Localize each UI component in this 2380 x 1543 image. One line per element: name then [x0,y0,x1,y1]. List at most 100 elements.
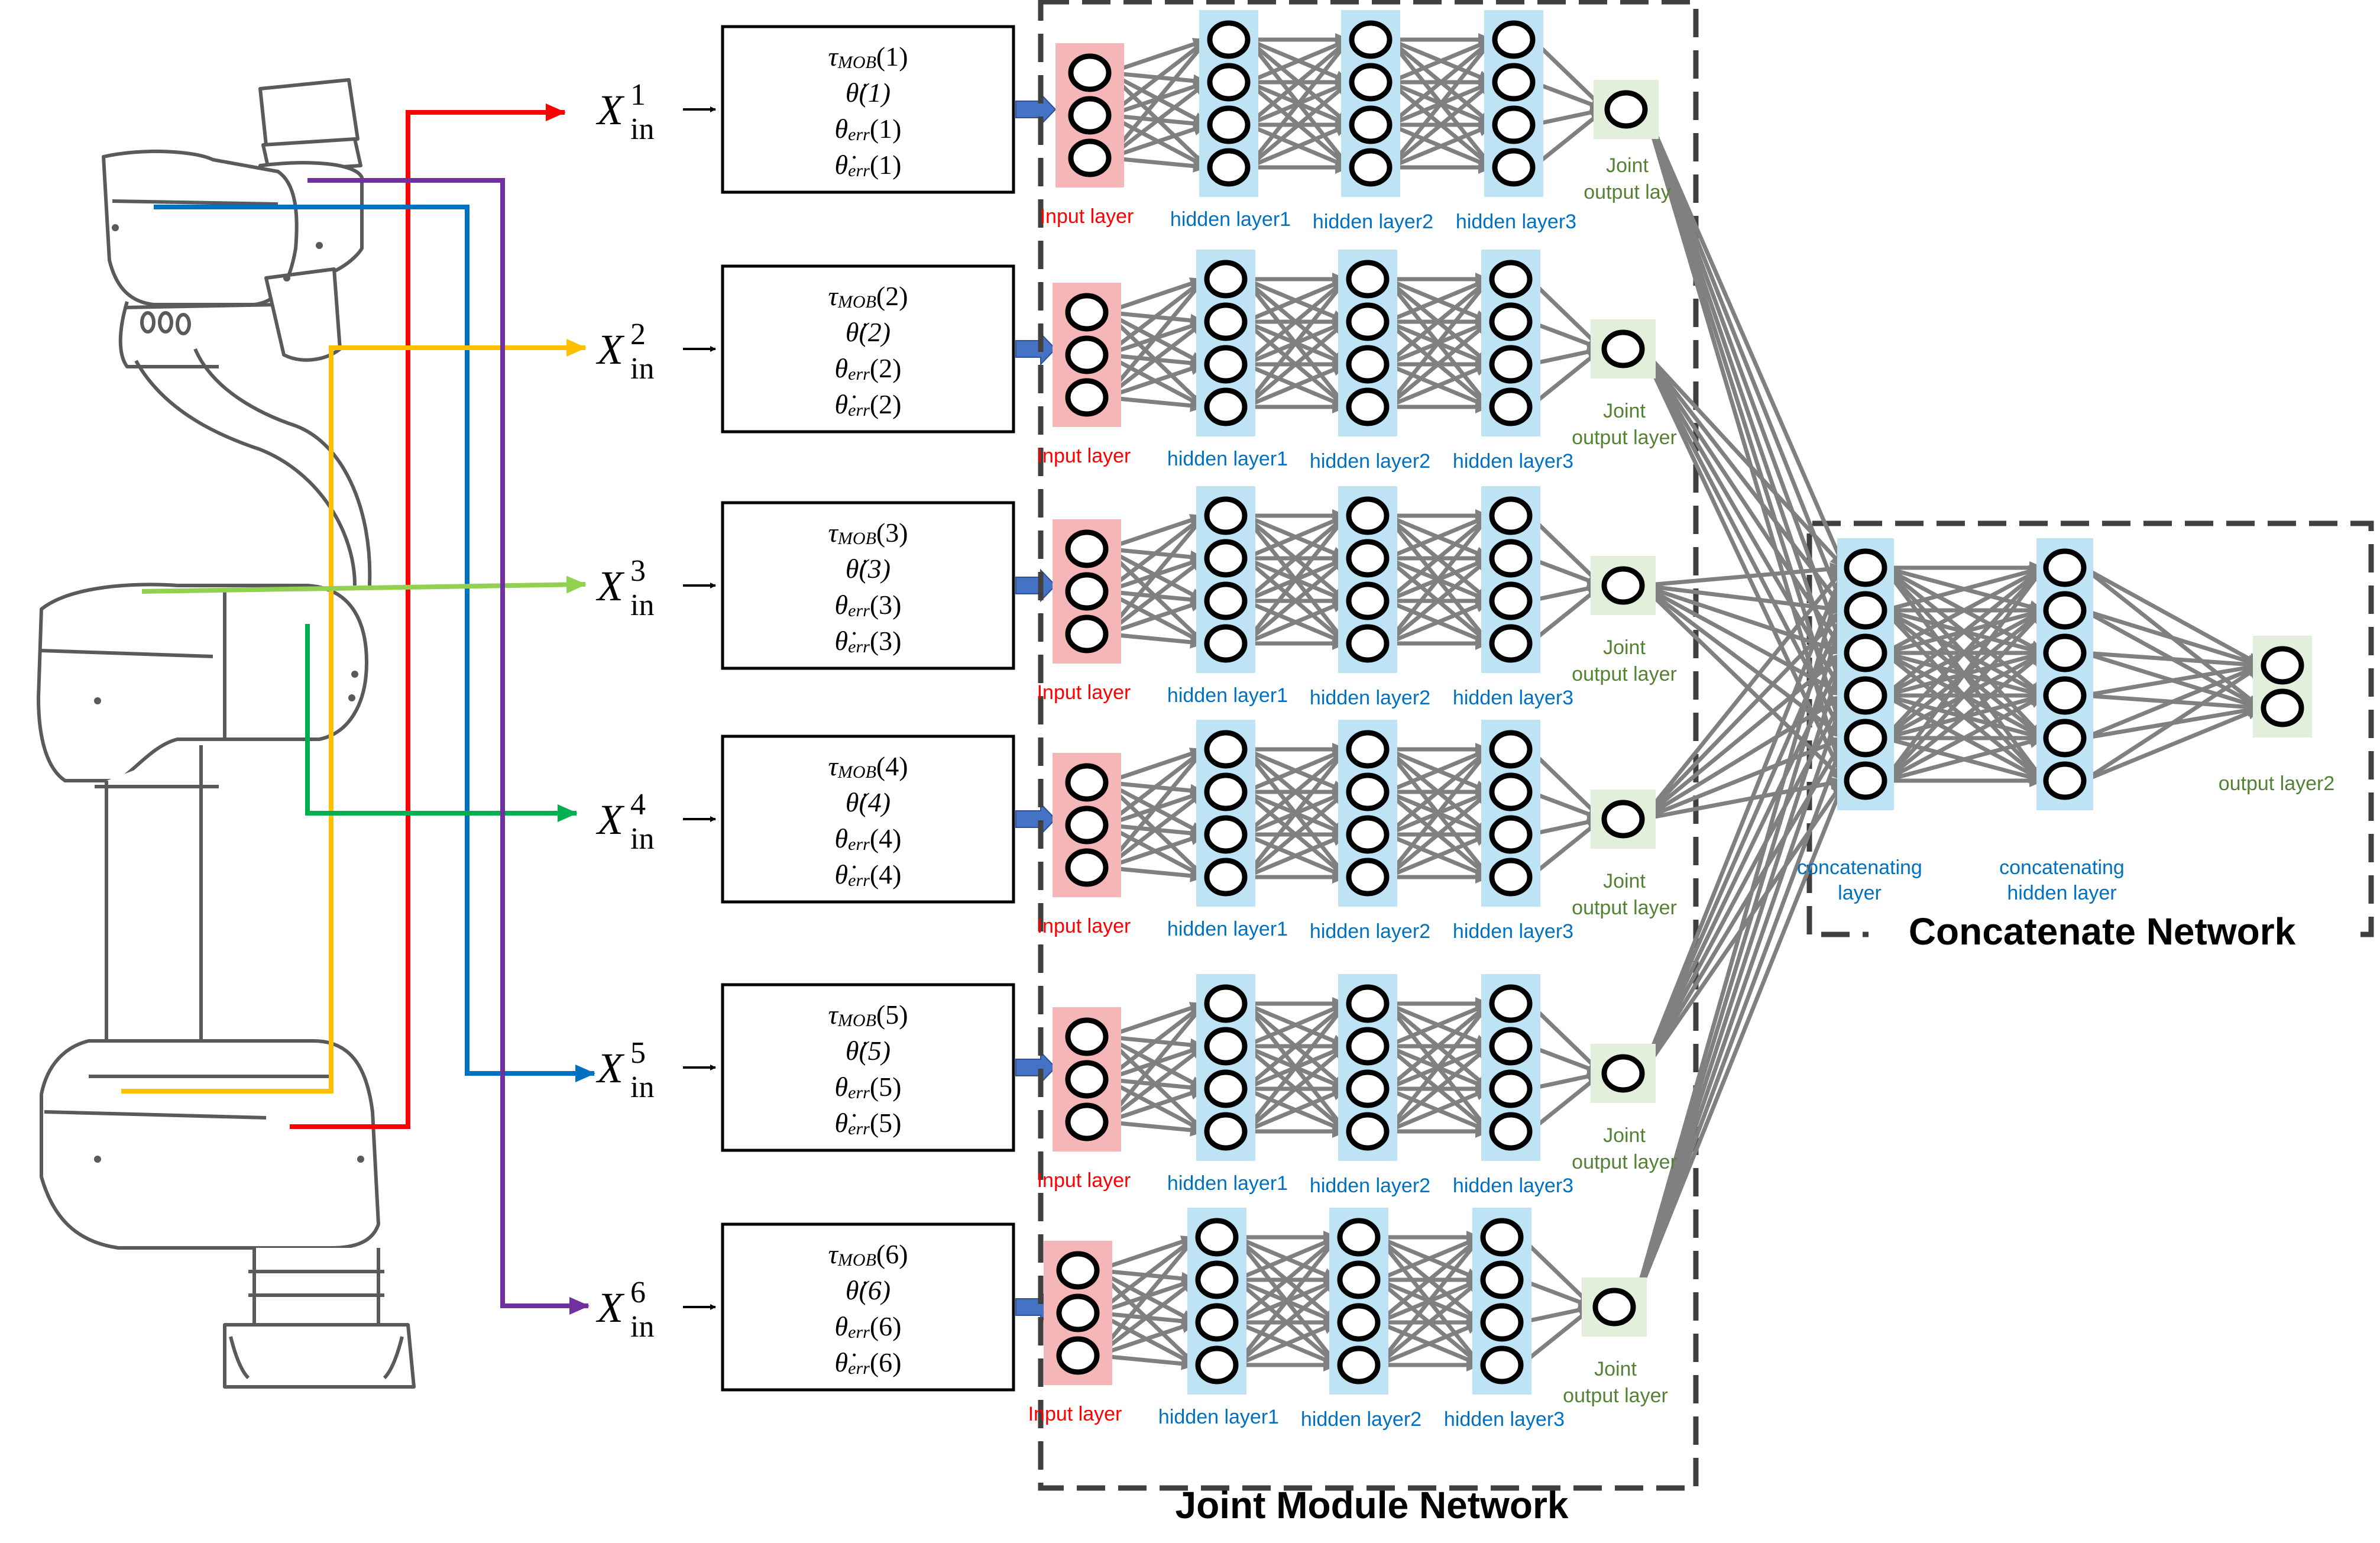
edge-hidden2-hidden3 [1385,748,1491,879]
input-layer-label: Input layer [1037,681,1131,704]
feature-line-3: θerr(4) [835,823,902,854]
neuron [1346,772,1390,811]
feature-box-4: τMOB(4)θ̇(4)θerr(4)θ̇err(4) [721,735,1057,904]
feature-line-4: θ̇err(2) [835,389,902,420]
neuron [1065,529,1109,568]
edge-hidden1-hidden2 [1243,748,1348,836]
edge-hidden2-hidden3 [1385,277,1491,324]
neuron [1604,90,1648,129]
neuron [1489,581,1533,620]
neuron [1601,329,1645,368]
edge-hidden3-output [1531,80,1606,112]
neuron [1349,63,1393,102]
edge-output-concat [1643,109,1847,782]
edge-concat-hidden [1883,609,2045,782]
hidden-layer1-5 [1196,974,1255,1161]
edge-output-concat [1643,108,1847,697]
edge-concat-hidden [1883,566,2045,740]
edge-hidden2-hidden3 [1385,1002,1491,1091]
neuron [1346,858,1390,897]
edge-output-concat [1643,108,1847,612]
edge-input-hidden1 [1096,1235,1197,1273]
neuron [1489,772,1533,811]
edge-input-hidden1 [1096,1353,1197,1370]
concatenating-hidden-layer-label: concatenating [1999,856,2125,879]
svg-text:X: X [595,796,625,843]
edge-hidden1-hidden2 [1243,748,1348,879]
neuron [1346,984,1390,1023]
edge-input-hidden1 [1095,1235,1197,1357]
neuron [1346,730,1390,769]
joint-output-layer-6 [1582,1277,1647,1337]
wire-3 [121,339,587,1094]
neuron [2043,633,2087,672]
neuron [2261,646,2304,685]
edge-hidden2-hidden3 [1388,80,1494,169]
feature-line-4: θ̇err(4) [835,859,902,890]
edge-hidden-output2 [2083,608,2262,668]
neuron [1065,614,1109,654]
neuron [1346,302,1390,341]
neuron [1844,548,1887,587]
edge-input-hidden1 [1107,80,1209,160]
edge-output-concat [1631,694,1847,1308]
hidden-layer3-5 [1481,974,1540,1161]
edge-hidden1-hidden2 [1243,277,1348,366]
hidden-layer1-6 [1187,1208,1246,1395]
neuron [1489,858,1533,897]
feature-boxes: τMOB(1)θ̇(1)θerr(1)θ̇err(1)τMOB(2)θ̇(2)θ… [721,25,1057,1392]
edge-hidden2-hidden3 [1385,747,1491,794]
neuron [1204,815,1248,854]
input-layer-label: Input layer [1037,445,1131,467]
edge-hidden1-hidden2 [1244,277,1348,324]
edge-output-concat [1640,584,1846,740]
neuron [1492,63,1536,102]
neuron [1489,815,1533,854]
edge-input-hidden1 [1095,1235,1197,1315]
right-arrow-icon [1015,802,1057,836]
edge-output-concat [1643,108,1847,569]
svg-text:in: in [630,1070,654,1104]
neuron [1195,1303,1239,1342]
hidden-layer-label: hidden layer3 [1453,687,1573,709]
feature-line-4: θ̇err(1) [835,150,902,180]
hidden-layer2-1 [1341,10,1400,197]
edge-hidden1-hidden2 [1244,747,1348,794]
edge-input-hidden1 [1104,790,1206,869]
output-layer-label: Joint [1603,870,1646,892]
neuron [1204,539,1248,578]
neuron [1195,1345,1239,1385]
hidden-layer-label: hidden layer1 [1167,1172,1288,1195]
network-layers [1044,10,2312,1395]
neuron [1844,676,1887,715]
hidden-layer-label: hidden layer1 [1158,1406,1279,1428]
feature-line-2: θ̇(6) [846,1275,891,1305]
neuron [1056,1336,1100,1375]
joint-output-layer-4 [1591,790,1656,849]
input-layer-label: Input layer [1040,205,1134,228]
neuron [1207,63,1251,102]
edge-concat-hidden [1883,566,2045,697]
svg-text:in: in [630,1310,654,1344]
edge-output-concat [1640,566,1846,821]
neuron [1065,763,1109,802]
output-layer-label: output layer [1572,1151,1677,1173]
edge-hidden2-hidden3 [1376,1235,1482,1367]
edge-input-hidden1 [1104,514,1206,636]
hidden-layer2-3 [1338,486,1397,673]
neuron [1489,624,1533,663]
hidden-layer3-6 [1472,1208,1531,1395]
neuron [1346,581,1390,620]
joint-wires [121,103,595,1315]
edge-hidden1-hidden2 [1235,1320,1339,1367]
edge-output-concat [1631,779,1847,1308]
neuron [1346,1027,1390,1066]
edge-hidden3-output [1531,108,1607,169]
edge-hidden2-hidden3 [1385,748,1491,836]
edge-input-hidden1 [1104,277,1206,399]
output-layer-label: output layer [1572,897,1677,919]
edge-hidden2-hidden3 [1388,37,1494,85]
